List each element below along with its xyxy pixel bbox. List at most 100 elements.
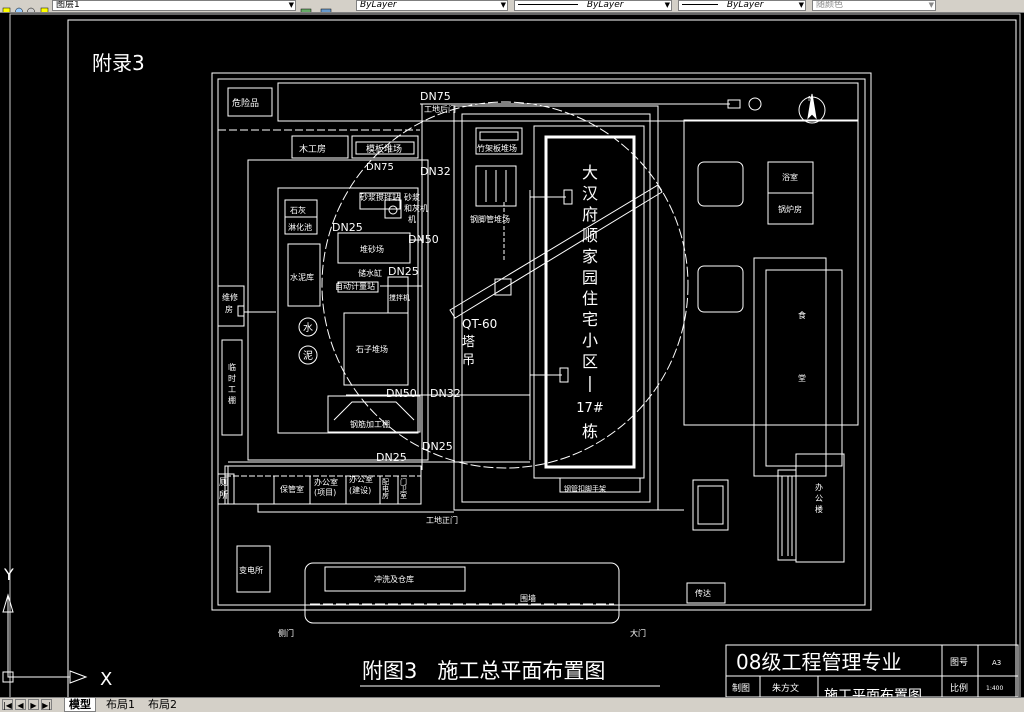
label-lime-pit: 淋化池 <box>288 222 312 232</box>
tank-3 <box>692 479 729 531</box>
label-measure-station: 自动计量站 <box>335 281 375 291</box>
office-building-box <box>795 453 845 563</box>
warehouse <box>324 566 466 592</box>
label-side-gate: 侧门 <box>278 628 294 638</box>
top-strip <box>277 82 859 122</box>
stairs <box>777 469 797 561</box>
label-fence: 围墙 <box>520 593 536 603</box>
building-name-3: 顺 <box>582 226 598 245</box>
mixer-circle <box>388 205 398 215</box>
tank-2 <box>697 265 744 313</box>
properties-toolbar: 图层1 ▼ ByLayer ▼ ByLayer ▼ ByLayer ▼ 随颜色 … <box>0 0 1024 13</box>
chevron-down-icon: ▼ <box>798 1 804 9</box>
label-dn25a: DN25 <box>332 221 363 234</box>
lock-icon[interactable] <box>26 1 36 12</box>
sand-yard <box>337 232 411 264</box>
label-office-building-2: 公 <box>815 494 823 503</box>
prev-tab-icon[interactable]: ◀ <box>15 699 26 710</box>
label-warehouse: 冲洗及仓库 <box>374 574 414 584</box>
make-layer-current-icon[interactable] <box>300 1 314 12</box>
label-cement-char: 水 <box>303 322 313 334</box>
appendix-label: 附录3 <box>92 51 145 75</box>
tab-layout1[interactable]: 布局1 <box>106 698 135 711</box>
rebar-shed <box>327 395 421 433</box>
cement-store <box>287 243 321 307</box>
drawing-canvas[interactable]: 附录3 Y X 危险品 木工房 模板堆场 DN75 工地后门 DN75 DN32… <box>0 12 1024 697</box>
template-yard <box>351 135 419 159</box>
label-office-project-2: (项目) <box>314 488 336 497</box>
label-toilet-1: 厕 <box>219 477 228 488</box>
freeze-icon[interactable] <box>14 1 24 12</box>
title-block-fig-no-label: 图号 <box>950 657 968 668</box>
linetype-dropdown[interactable]: ByLayer ▼ <box>514 0 672 11</box>
layer-previous-icon[interactable] <box>320 1 334 12</box>
label-office-build-1: 办公室 <box>349 474 373 484</box>
building-name-10: | <box>587 373 592 392</box>
measure-station <box>337 281 379 293</box>
guard-room <box>686 582 726 604</box>
ucs-x-arrow <box>69 670 88 684</box>
last-tab-icon[interactable]: ▶| <box>41 699 52 710</box>
tab-model[interactable]: 模型 <box>64 698 96 712</box>
scaffold-yard <box>559 477 641 493</box>
label-dn25c: DN25 <box>422 440 453 453</box>
label-mortar-machine: 搅拌机 <box>389 293 410 302</box>
layer-state-icon[interactable] <box>2 1 12 12</box>
title-block-sheet-title: 施工平面布置图 <box>824 688 922 697</box>
label-carpentry: 木工房 <box>299 143 326 155</box>
title-block <box>725 644 1019 697</box>
label-guard-3: 室 <box>400 491 407 500</box>
label-dn75b: DN75 <box>366 162 394 173</box>
plotstyle-dropdown[interactable]: 随颜色 ▼ <box>812 0 936 11</box>
road-outer <box>453 105 659 511</box>
label-north: N <box>808 95 813 103</box>
ucs-origin-box <box>2 671 14 683</box>
ucs-axes <box>7 595 70 678</box>
living-zone <box>683 119 859 426</box>
first-tab-icon[interactable]: |◀ <box>2 699 13 710</box>
color-dropdown[interactable]: ByLayer ▼ <box>356 0 508 11</box>
label-dn50a: DN50 <box>408 233 439 246</box>
bottom-road <box>304 562 620 624</box>
label-temp-shed-3: 工 <box>228 385 236 394</box>
mixer-box <box>384 199 402 219</box>
office-row <box>224 465 422 505</box>
stone-yard <box>343 312 409 386</box>
building-name-11: 17# <box>576 401 603 416</box>
label-boiler: 锅炉房 <box>778 204 802 214</box>
crane-jib <box>449 184 663 319</box>
label-substation: 变电所 <box>239 565 263 575</box>
meter-box <box>727 99 741 109</box>
tank-1 <box>697 161 744 207</box>
title-block-scale-label: 比例 <box>950 682 968 694</box>
building-name-8: 小 <box>582 331 598 350</box>
building-name-12: 栋 <box>582 422 598 441</box>
label-dn25b: DN25 <box>388 265 419 278</box>
label-guard-room: 传达 <box>695 588 711 598</box>
title-block-major: 08级工程管理专业 <box>736 650 901 674</box>
lineweight-dropdown-value: ByLayer <box>726 0 764 10</box>
linetype-dropdown-value: ByLayer <box>586 0 624 10</box>
label-scaffold-yard: 钢管扣脚手架 <box>564 484 606 493</box>
building-outline <box>544 135 636 469</box>
color-swatch-icon[interactable] <box>40 1 50 12</box>
label-canteen2: 堂 <box>798 373 806 383</box>
lineweight-dropdown[interactable]: ByLayer ▼ <box>678 0 806 11</box>
label-main-gate: 大门 <box>630 628 646 638</box>
label-dn32a: DN32 <box>420 165 451 178</box>
title-block-draw-label: 制图 <box>732 682 750 694</box>
label-crane-char-2: 吊 <box>462 353 475 368</box>
mortar-machine <box>387 276 409 314</box>
label-sand-yard: 堆砂场 <box>360 244 384 254</box>
building-name-7: 宅 <box>582 310 598 329</box>
next-tab-icon[interactable]: ▶ <box>28 699 39 710</box>
meter-circle <box>748 97 762 111</box>
canteen-outer <box>753 257 827 477</box>
title-block-drawer: 朱方文 <box>772 682 799 694</box>
layer-dropdown[interactable]: 图层1 ▼ <box>52 0 296 11</box>
label-mixing-station: 砂浆搅拌站 <box>360 192 400 202</box>
label-stone-yard: 石子堆场 <box>356 344 388 354</box>
label-cement-char2: 泥 <box>303 349 313 362</box>
tab-layout2[interactable]: 布局2 <box>148 698 177 711</box>
label-water-cylinder: 储水缸 <box>358 268 382 278</box>
